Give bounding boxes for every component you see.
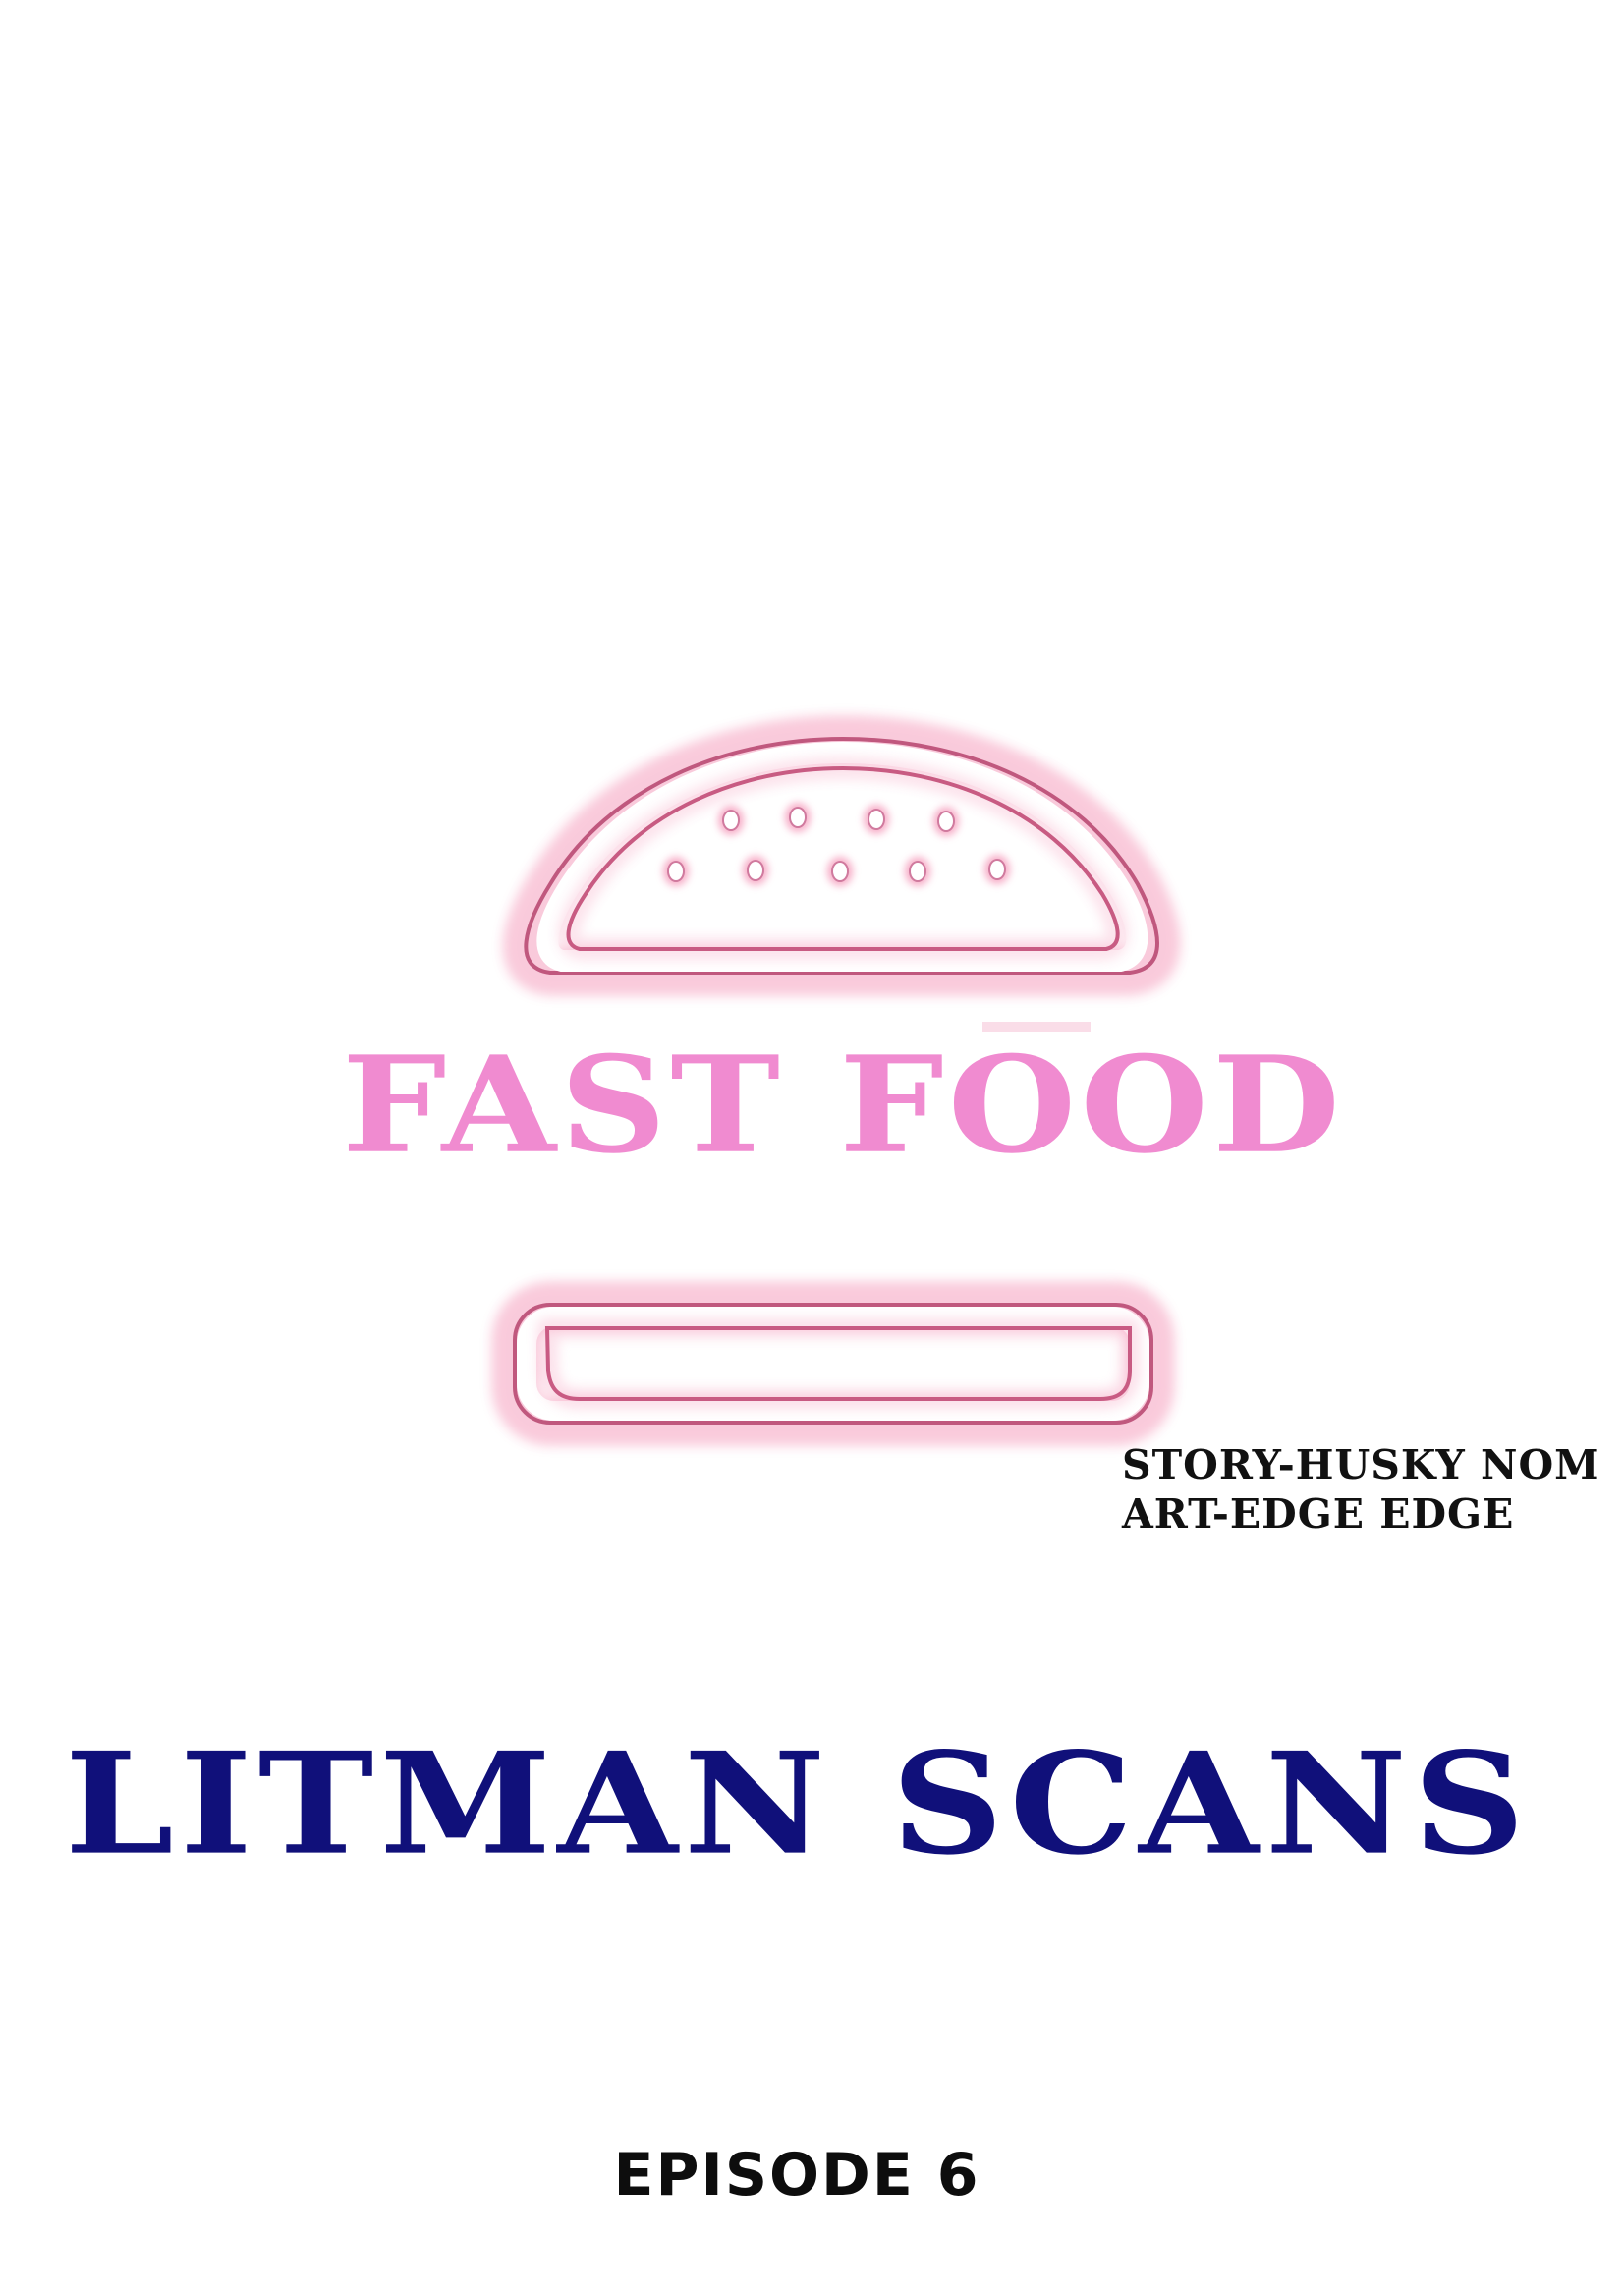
- bottom-bun-icon: [495, 1285, 1171, 1442]
- glow-smudge: [982, 1022, 1091, 1032]
- art-credit: ART-EDGE EDGE: [1122, 1490, 1515, 1538]
- story-credit: STORY-HUSKY NOM: [1122, 1441, 1600, 1488]
- scanlation-group-name: LITMAN SCANS: [64, 1722, 1532, 1886]
- credits-block: STORY-HUSKY NOM ART-EDGE EDGE: [1122, 1440, 1600, 1539]
- top-bun-icon: [506, 718, 1177, 992]
- episode-label: EPISODE 6: [613, 2141, 980, 2210]
- comic-title: FAST FOOD: [341, 1027, 1345, 1184]
- sesame-seeds-icon: [663, 803, 1010, 886]
